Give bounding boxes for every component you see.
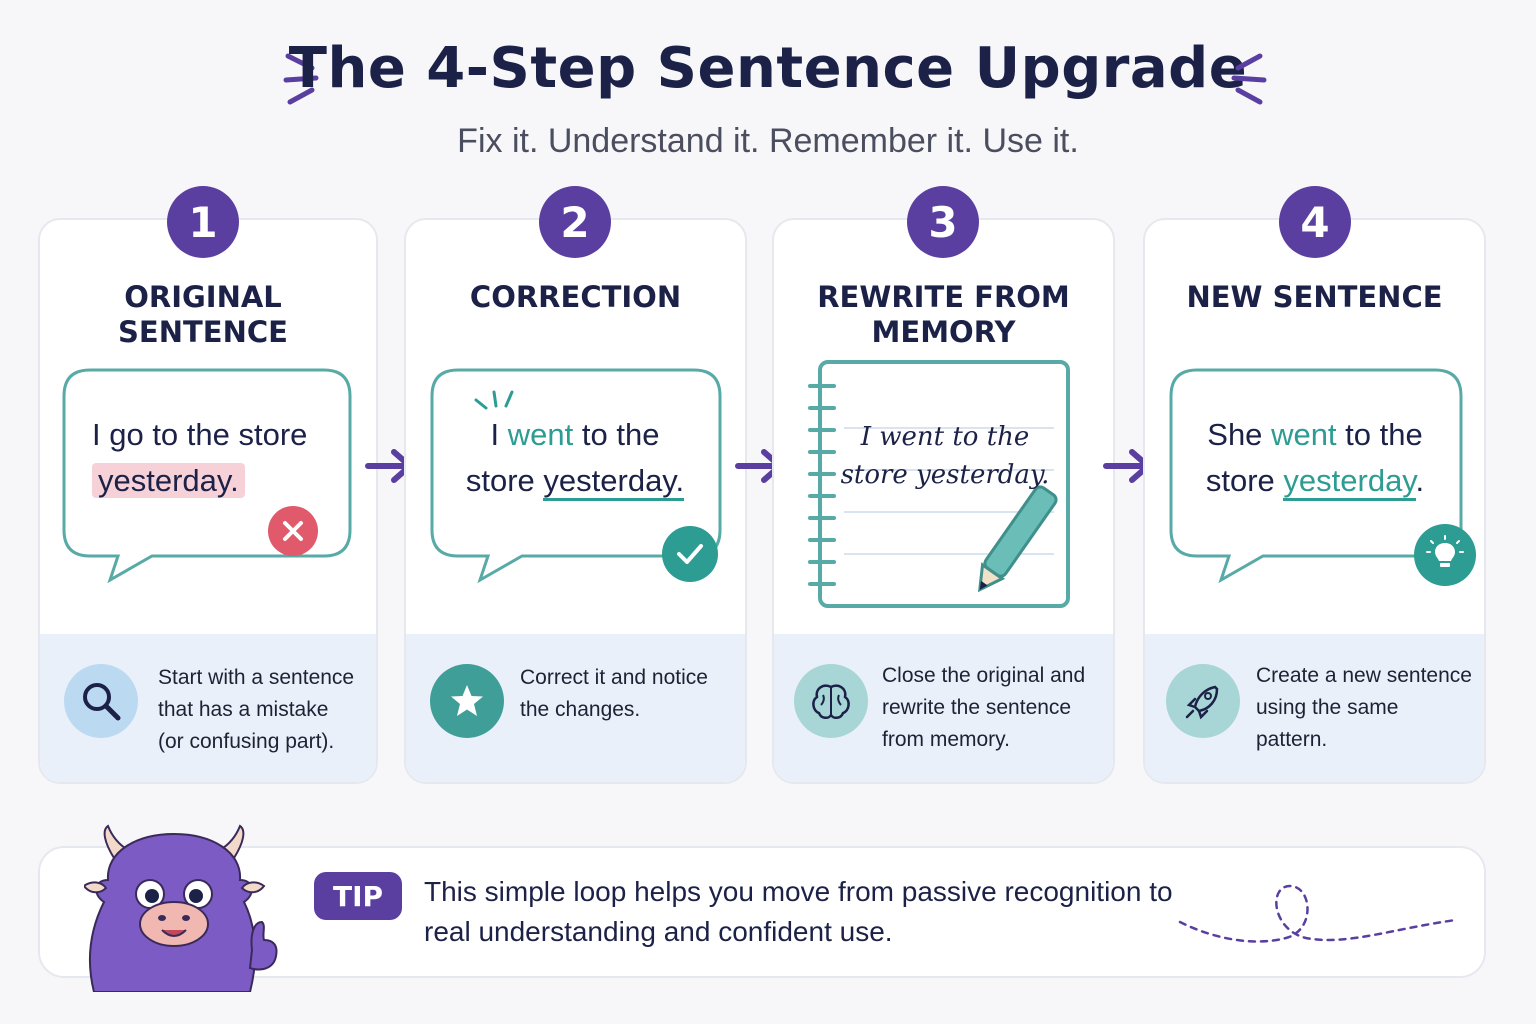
step-number-badge: 3 xyxy=(907,186,979,258)
sparkle-left-icon xyxy=(283,53,319,105)
step-title: NEW SENTENCE xyxy=(1186,280,1443,314)
tip-panel xyxy=(38,846,1486,978)
sparkle-icon xyxy=(474,390,514,410)
original-sentence: I go to the store yesterday. xyxy=(92,417,308,498)
header: The 4-Step Sentence Upgrade xyxy=(0,36,1536,116)
step-title: CORRECTION xyxy=(469,280,682,314)
step-number-badge: 1 xyxy=(167,186,239,258)
x-mark-icon xyxy=(268,506,318,556)
tip-text: This simple loop helps you move from pas… xyxy=(424,876,1173,947)
tip-badge: TIP xyxy=(314,872,402,920)
dashed-loop-icon xyxy=(1178,884,1458,943)
rocket-icon xyxy=(1166,664,1240,738)
lightbulb-icon xyxy=(1414,524,1476,586)
mascot-icon xyxy=(84,824,278,992)
page-subtitle: Fix it. Understand it. Remember it. Use … xyxy=(457,122,1079,160)
corrected-sentence: I went to the store yesterday. xyxy=(430,412,720,504)
step-number-badge: 4 xyxy=(1279,186,1351,258)
speech-bubble xyxy=(430,368,722,584)
sparkle-right-icon xyxy=(1231,53,1267,105)
step-number-badge: 2 xyxy=(539,186,611,258)
new-sentence: She went to the store yesterday. xyxy=(1169,412,1461,504)
check-icon xyxy=(662,526,718,582)
speech-bubble xyxy=(1169,368,1463,584)
magnifier-icon xyxy=(64,664,138,738)
brain-icon xyxy=(794,664,868,738)
star-icon xyxy=(430,664,504,738)
notebook-icon xyxy=(808,360,1070,608)
page-title: The 4-Step Sentence Upgrade xyxy=(288,36,1248,101)
